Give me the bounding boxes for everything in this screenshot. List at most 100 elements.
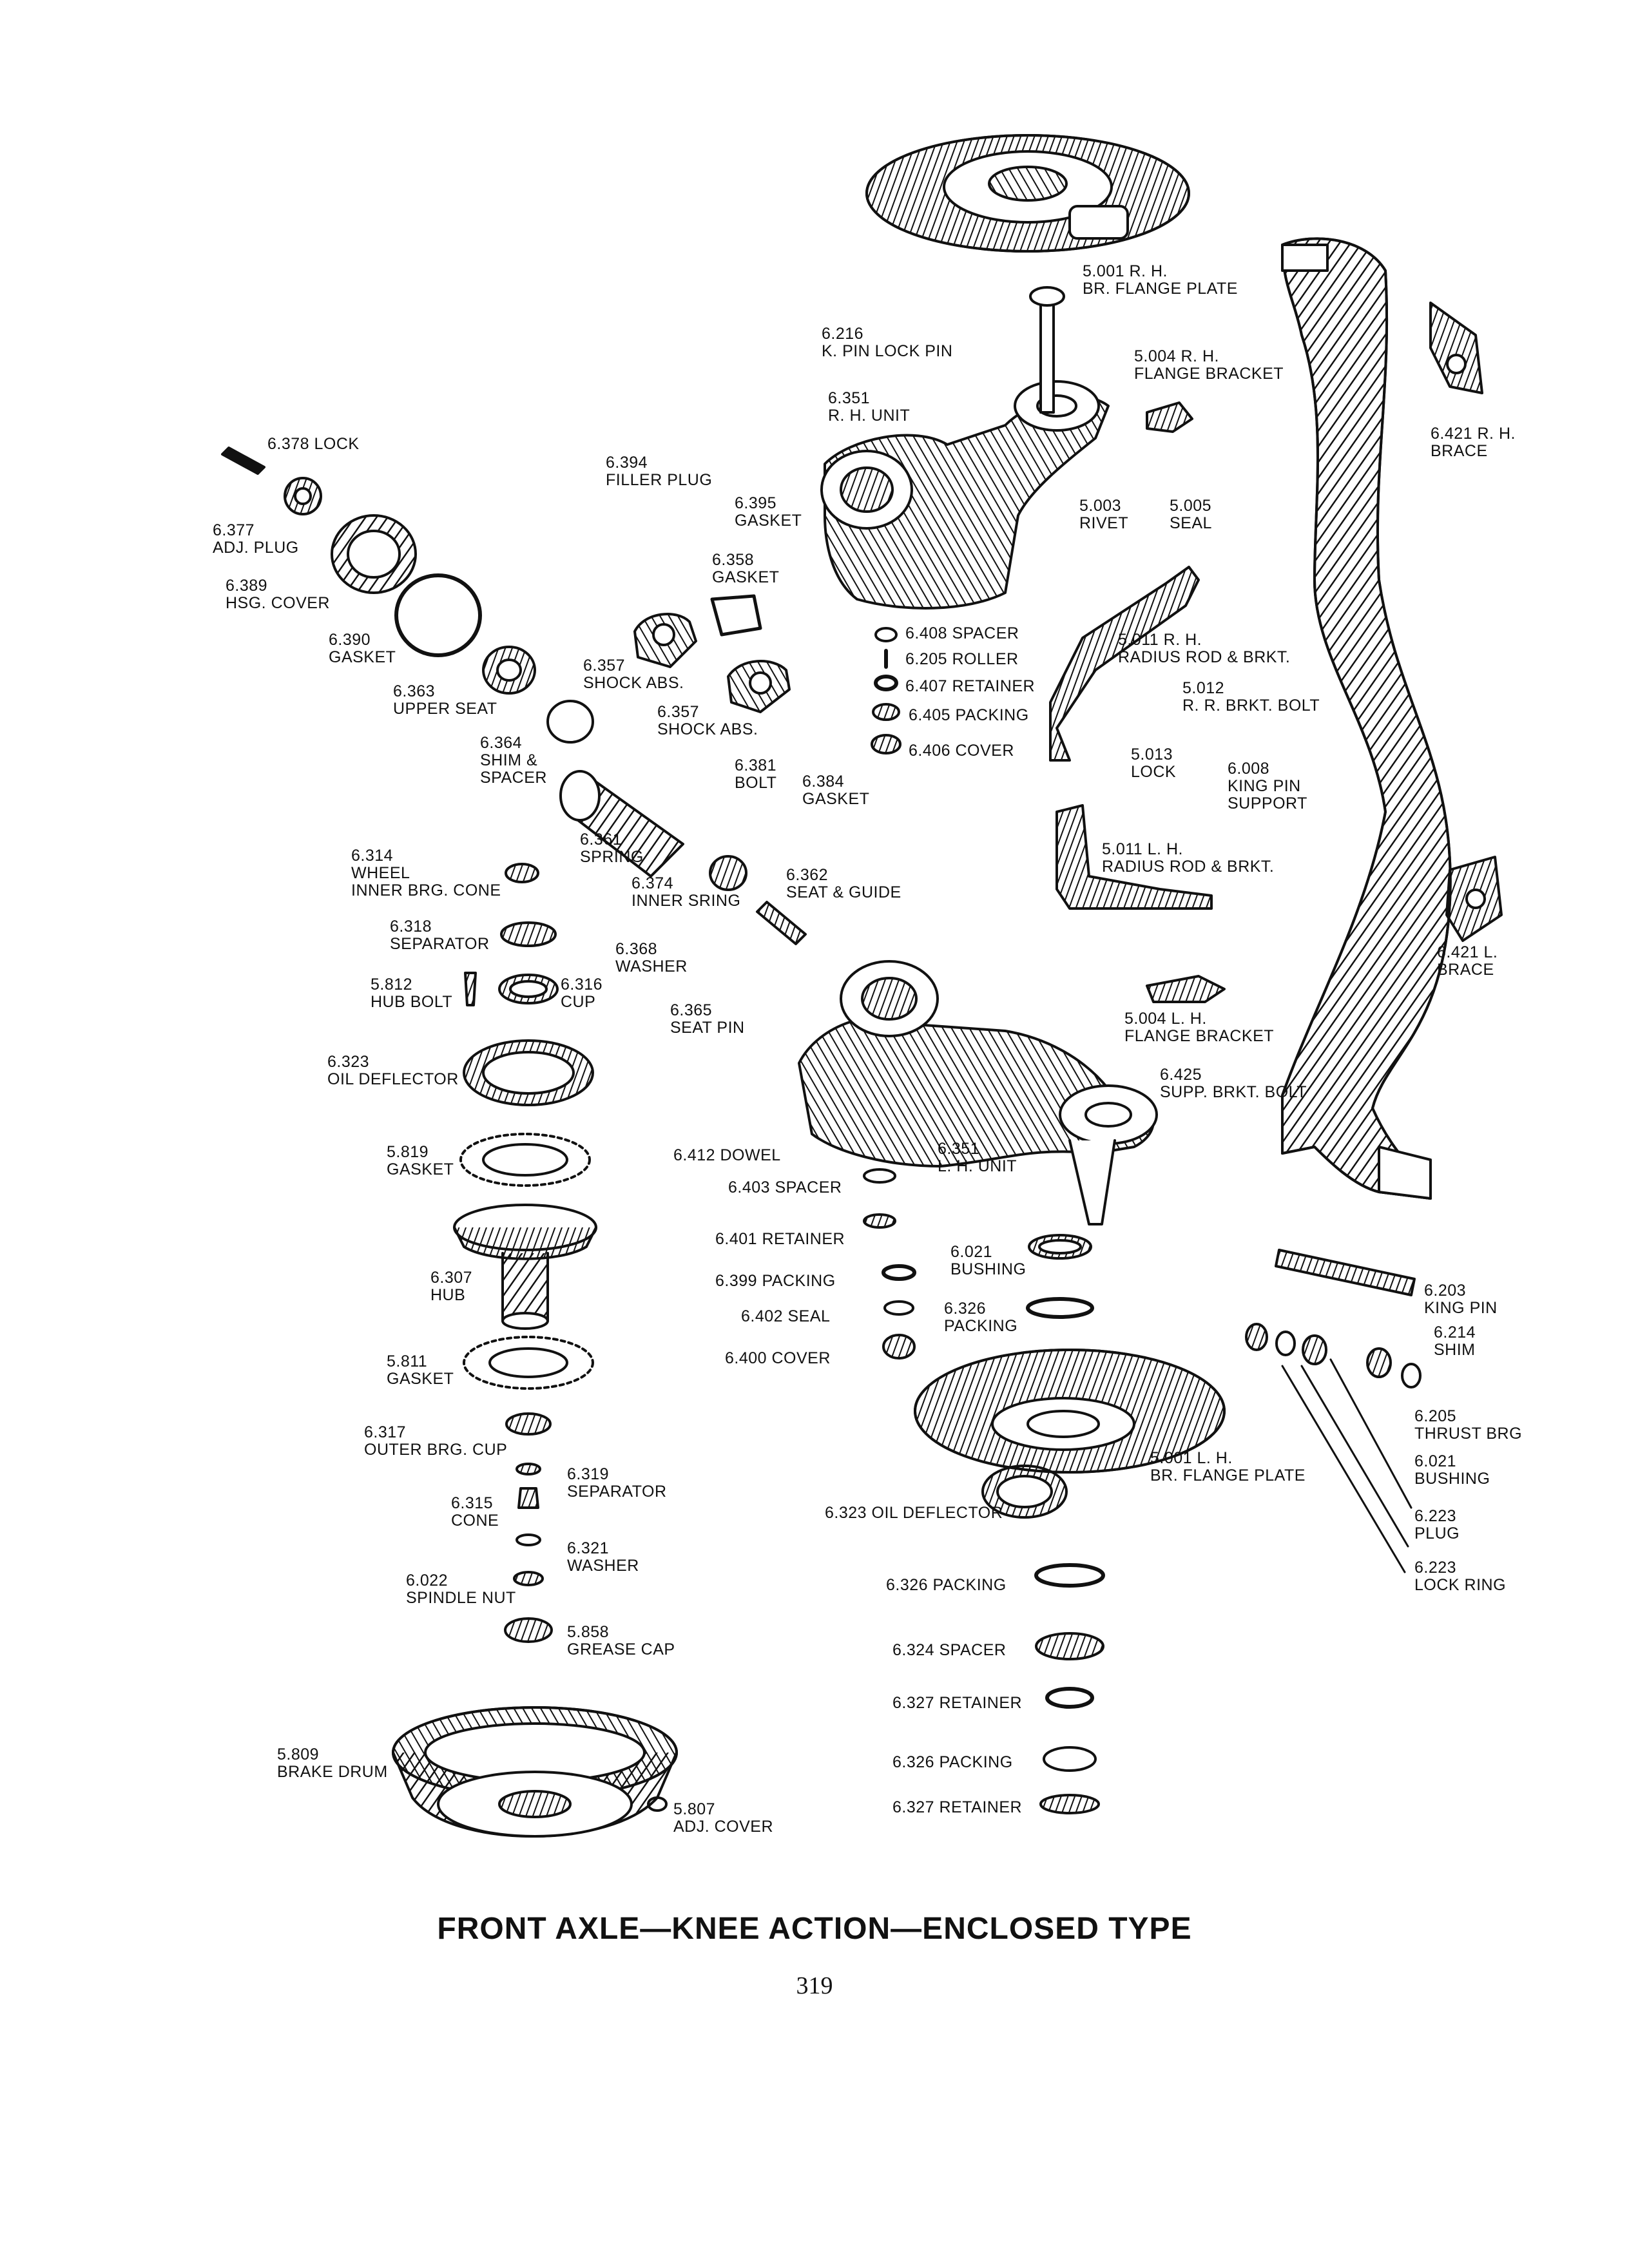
label-packing-6405: 6.405 PACKING — [909, 706, 1029, 724]
label-br-flange-plate-lh: 5.001 L. H.BR. FLANGE PLATE — [1150, 1449, 1306, 1485]
gasket-5811-part — [463, 1336, 594, 1390]
inner-spring-part — [709, 855, 747, 891]
label-dowel: 6.412 DOWEL — [673, 1146, 781, 1164]
brake-drum-part — [392, 1706, 678, 1838]
shim-spacer-part — [546, 700, 594, 744]
label-radius-rod-rh: 5.011 R. H.RADIUS ROD & BRKT. — [1118, 631, 1291, 666]
label-retainer-6327a: 6.327 RETAINER — [892, 1694, 1023, 1712]
radius-rod-rh-part — [1049, 566, 1200, 762]
flange-bracket-rh-part — [1146, 401, 1193, 433]
label-br-flange-plate-rh: 5.001 R. H.BR. FLANGE PLATE — [1083, 262, 1238, 298]
label-retainer-6401: 6.401 RETAINER — [715, 1230, 845, 1248]
rh-unit-part — [820, 286, 1110, 610]
lh-brace-part — [1445, 856, 1503, 942]
label-packing-6326b: 6.326 PACKING — [886, 1576, 1007, 1594]
king-pin-small-parts — [1245, 1323, 1422, 1573]
gasket-6390-part — [394, 573, 482, 657]
lh-unit-part — [798, 960, 1158, 1225]
label-flange-bracket-lh: 5.004 L. H.FLANGE BRACKET — [1124, 1010, 1275, 1045]
right-ring-stack — [863, 1168, 916, 1360]
gasket-6358-part — [710, 594, 762, 637]
hub-part — [453, 1204, 597, 1330]
oil-deflector-part — [463, 1039, 594, 1106]
label-seal-6402: 6.402 SEAL — [741, 1307, 831, 1325]
label-retainer-6327b: 6.327 RETAINER — [892, 1798, 1023, 1816]
bushing-part — [1026, 1234, 1094, 1319]
left-small-parts — [464, 863, 668, 1812]
label-oil-deflector-b: 6.323 OIL DEFLECTOR — [825, 1504, 1003, 1522]
king-pin-part — [1275, 1249, 1416, 1296]
label-lock-6378: 6.378 LOCK — [267, 435, 360, 453]
lh-flange-plate-part — [914, 1349, 1226, 1474]
label-packing-6399: 6.399 PACKING — [715, 1272, 836, 1290]
label-roller-6205: 6.205 ROLLER — [905, 650, 1019, 668]
label-flange-bracket-rh: 5.004 R. H.FLANGE BRACKET — [1134, 347, 1284, 383]
label-spacer-6408: 6.408 SPACER — [905, 624, 1019, 642]
center-ring-stack — [871, 627, 901, 754]
gasket-5819-part — [459, 1133, 591, 1187]
page-number: 319 — [796, 1972, 833, 1999]
label-cover-6406: 6.406 COVER — [909, 742, 1014, 760]
lower-ring-stack — [981, 1465, 1105, 1814]
figure-caption: FRONT AXLE—KNEE ACTION—ENCLOSED TYPE — [437, 1912, 1192, 1946]
label-packing-6326c: 6.326 PACKING — [892, 1753, 1013, 1771]
rh-brace-part — [1429, 302, 1483, 394]
adj-plug-part — [284, 477, 322, 515]
frame-rail-part — [1281, 237, 1452, 1200]
shock-abs-2-part — [727, 660, 791, 713]
label-spacer-6324: 6.324 SPACER — [892, 1641, 1007, 1659]
label-radius-rod-lh: 5.011 L. H.RADIUS ROD & BRKT. — [1102, 840, 1275, 876]
upper-seat-part — [482, 646, 536, 695]
flange-bracket-lh-part — [1146, 975, 1226, 1003]
hsg-cover-part — [331, 514, 417, 594]
seat-guide-part — [756, 901, 807, 945]
lock-6378-part — [221, 447, 265, 475]
spring-part — [559, 770, 684, 878]
label-brace-rh: 6.421 R. H.BRACE — [1431, 425, 1516, 460]
shock-abs-1-part — [633, 613, 697, 668]
radius-rod-lh-part — [1055, 804, 1213, 910]
